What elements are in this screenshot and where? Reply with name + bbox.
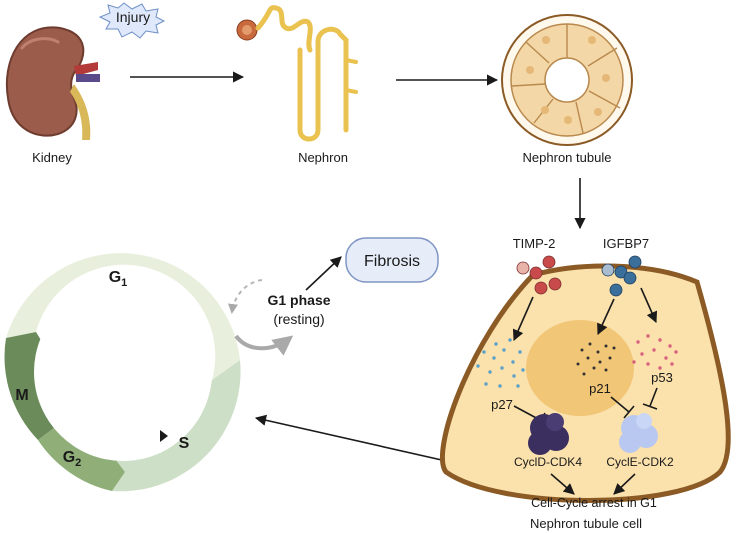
- g1-phase-resting: (resting): [273, 311, 324, 327]
- cyce-cdk2-complex: [619, 413, 658, 453]
- timp2-beads: [516, 255, 562, 295]
- igfbp7-beads: [601, 255, 642, 297]
- nephron-label: Nephron: [298, 150, 348, 165]
- arrow-to-fibrosis: [305, 256, 342, 291]
- p53-dots: [632, 334, 678, 370]
- p27-label: p27: [491, 397, 513, 412]
- injury-burst: Injury: [98, 2, 166, 39]
- nephron-tubule-cell-label: Nephron tubule cell: [530, 516, 642, 531]
- fibrosis-box: [345, 237, 439, 283]
- cycd-cdk4-complex: [528, 413, 569, 455]
- g2-phase-label: G2: [63, 449, 82, 469]
- tubule-label: Nephron tubule: [523, 150, 612, 165]
- cyce-cdk2-label: CyclE-CDK2: [606, 455, 674, 469]
- inhibit-p21-cyce: [610, 396, 635, 419]
- p21-dots: [576, 342, 616, 376]
- arrow-timp2-to-p27: [512, 296, 534, 342]
- g1-phase-label: G1: [109, 269, 128, 289]
- p21-label: p21: [589, 381, 611, 396]
- resting-loop-dashed: [228, 279, 263, 314]
- m-phase-label: M: [15, 387, 28, 404]
- arrow-cyce-to-arrest: [613, 473, 636, 495]
- nucleus: [526, 320, 634, 416]
- igfbp7-label: IGFBP7: [603, 236, 649, 251]
- tubule-cell: [440, 263, 731, 503]
- p53-label: p53: [651, 370, 673, 385]
- kidney-label: Kidney: [32, 150, 72, 165]
- g2-segment: [38, 425, 125, 491]
- injury-label: Injury: [116, 9, 150, 25]
- fibrosis-label: Fibrosis: [364, 253, 420, 270]
- arrow-cycd-to-arrest: [550, 473, 575, 495]
- tubule-cross-section: [501, 14, 633, 146]
- s-segment: [112, 360, 241, 492]
- arrow-igfbp7-to-p21: [597, 298, 615, 336]
- cell-cycle-ring: [4, 253, 241, 492]
- s-phase-label: S: [179, 435, 190, 452]
- g1-phase-title: G1 phase: [267, 292, 330, 308]
- s-phase-arrowhead: [160, 430, 168, 442]
- arrow-igfbp7-to-p53: [640, 287, 658, 324]
- g1-segment: [6, 253, 240, 380]
- cell-cycle-arrest-label: Cell-Cycle arrest in G1: [531, 496, 657, 510]
- inhibit-p53-cyce: [642, 387, 658, 410]
- resting-loop-solid: [234, 334, 294, 356]
- kidney-illustration: [5, 26, 100, 140]
- p27-dots: [476, 338, 525, 388]
- timp2-label: TIMP-2: [513, 236, 556, 251]
- cycd-cdk4-label: CyclD-CDK4: [514, 455, 582, 469]
- nephron-illustration: [236, 5, 358, 142]
